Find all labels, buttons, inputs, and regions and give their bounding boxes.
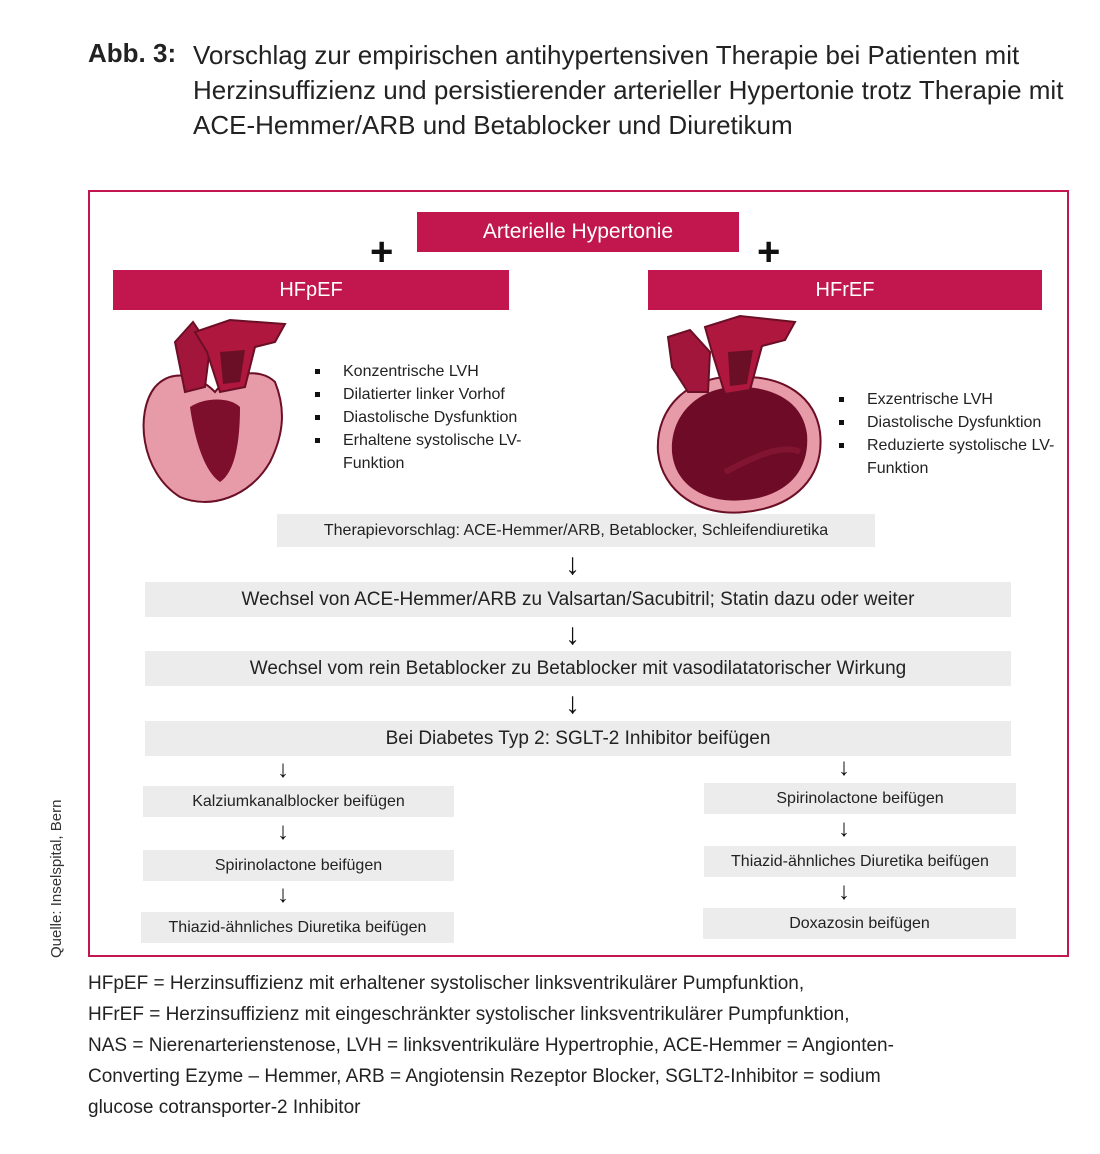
arrow-down-icon: ↓	[838, 878, 850, 905]
right-branch-box: Thiazid-ähnliches Diuretika beifügen	[704, 846, 1016, 877]
right-branch-box: Spirinolactone beifügen	[704, 783, 1016, 814]
arrow-down-icon: ↓	[565, 548, 580, 581]
hfpef-bullet: Erhaltene systolische LV-Funktion	[313, 429, 553, 475]
arrow-down-icon: ↓	[277, 881, 289, 908]
source-credit: Quelle: Inselspital, Bern	[48, 799, 65, 958]
left-branch-box: Thiazid-ähnliches Diuretika beifügen	[141, 912, 454, 943]
arrow-down-icon: ↓	[838, 754, 850, 781]
hfpef-heart-icon	[142, 318, 287, 503]
hfref-bullet: Diastolische Dysfunktion	[837, 411, 1067, 434]
hfpef-header: HFpEF	[113, 270, 509, 310]
step-box-therapy-proposal: Therapievorschlag: ACE-Hemmer/ARB, Betab…	[277, 514, 875, 547]
arrow-down-icon: ↓	[565, 687, 580, 720]
arrow-down-icon: ↓	[277, 756, 289, 783]
left-branch-box: Spirinolactone beifügen	[143, 850, 454, 881]
step-box-betablocker-switch: Wechsel vom rein Betablocker zu Betabloc…	[145, 651, 1011, 686]
footnote-line: Converting Ezyme – Hemmer, ARB = Angiote…	[88, 1066, 881, 1087]
footnote: HFpEF = Herzinsuffizienz mit erhaltener …	[88, 968, 1048, 1123]
hfref-header: HFrEF	[648, 270, 1042, 310]
hfref-bullet-list: Exzentrische LVH Diastolische Dysfunktio…	[837, 388, 1067, 480]
footnote-line: NAS = Nierenarterienstenose, LVH = links…	[88, 1035, 894, 1056]
diagram-frame	[88, 190, 1069, 957]
arrow-down-icon: ↓	[838, 815, 850, 842]
plus-sign-right: +	[757, 230, 781, 274]
hfref-bullet: Exzentrische LVH	[837, 388, 1067, 411]
hfpef-bullet-list: Konzentrische LVH Dilatierter linker Vor…	[313, 360, 553, 475]
hfpef-bullet: Dilatierter linker Vorhof	[313, 383, 553, 406]
plus-sign-left: +	[370, 230, 394, 274]
footnote-line: HFrEF = Herzinsuffizienz mit eingeschrän…	[88, 1004, 850, 1025]
hypertension-box: Arterielle Hypertonie	[417, 212, 739, 252]
arrow-down-icon: ↓	[565, 618, 580, 651]
figure-caption: Vorschlag zur empirischen antihypertensi…	[193, 40, 1064, 140]
hfref-bullet: Reduzierte systolische LV-Funktion	[837, 434, 1057, 480]
hfref-heart-icon	[656, 314, 822, 514]
arrow-down-icon: ↓	[277, 818, 289, 845]
step-box-valsartan-switch: Wechsel von ACE-Hemmer/ARB zu Valsartan/…	[145, 582, 1011, 617]
hfpef-bullet: Diastolische Dysfunktion	[313, 406, 553, 429]
step-box-sglt2: Bei Diabetes Typ 2: SGLT-2 Inhibitor bei…	[145, 721, 1011, 756]
footnote-line: glucose cotransporter-2 Inhibitor	[88, 1097, 361, 1118]
figure-label: Abb. 3:	[88, 38, 177, 68]
left-branch-box: Kalziumkanalblocker beifügen	[143, 786, 454, 817]
footnote-line: HFpEF = Herzinsuffizienz mit erhaltener …	[88, 973, 805, 994]
right-branch-box: Doxazosin beifügen	[703, 908, 1016, 939]
hfpef-bullet: Konzentrische LVH	[313, 360, 553, 383]
